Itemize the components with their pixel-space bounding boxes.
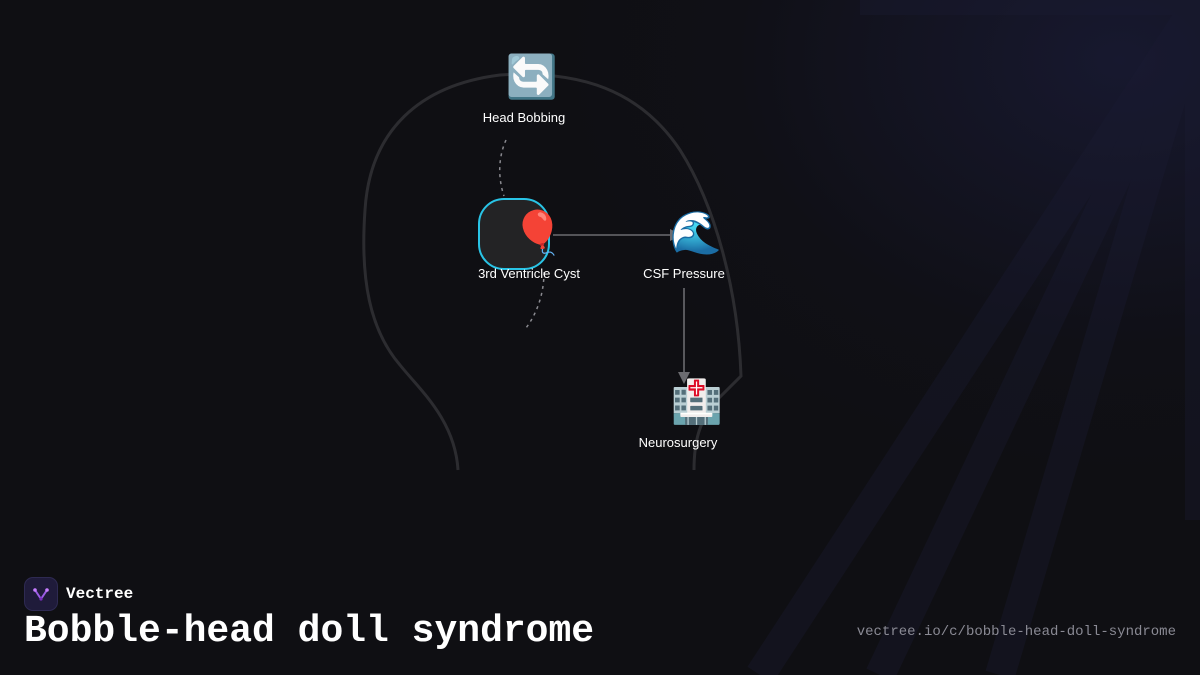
vectree-logo-icon	[24, 577, 58, 611]
head-silhouette-outline	[362, 72, 743, 471]
dotted-guide-lower	[525, 271, 545, 329]
hospital-icon: 🏥	[670, 377, 724, 426]
dotted-guide-upper	[499, 139, 507, 197]
brand[interactable]: Vectree	[24, 577, 133, 611]
node-label-csf-pressure[interactable]: CSF Pressure	[643, 266, 725, 281]
node-highlight-ring[interactable]	[478, 198, 550, 270]
page-url-link[interactable]: vectree.io/c/bobble-head-doll-syndrome	[856, 624, 1176, 640]
balloon-icon: 🎈	[511, 208, 565, 257]
cycle-arrows-icon: 🔄	[505, 52, 559, 101]
node-label-neurosurgery[interactable]: Neurosurgery	[638, 435, 718, 450]
node-label-head-bobbing[interactable]: Head Bobbing	[482, 110, 566, 125]
wave-icon: 🌊	[669, 208, 723, 257]
page-title: Bobble-head doll syndrome	[24, 610, 595, 653]
node-label-3rd-ventricle-cyst[interactable]: 3rd Ventricle Cyst	[478, 266, 580, 281]
brand-name: Vectree	[66, 585, 134, 603]
